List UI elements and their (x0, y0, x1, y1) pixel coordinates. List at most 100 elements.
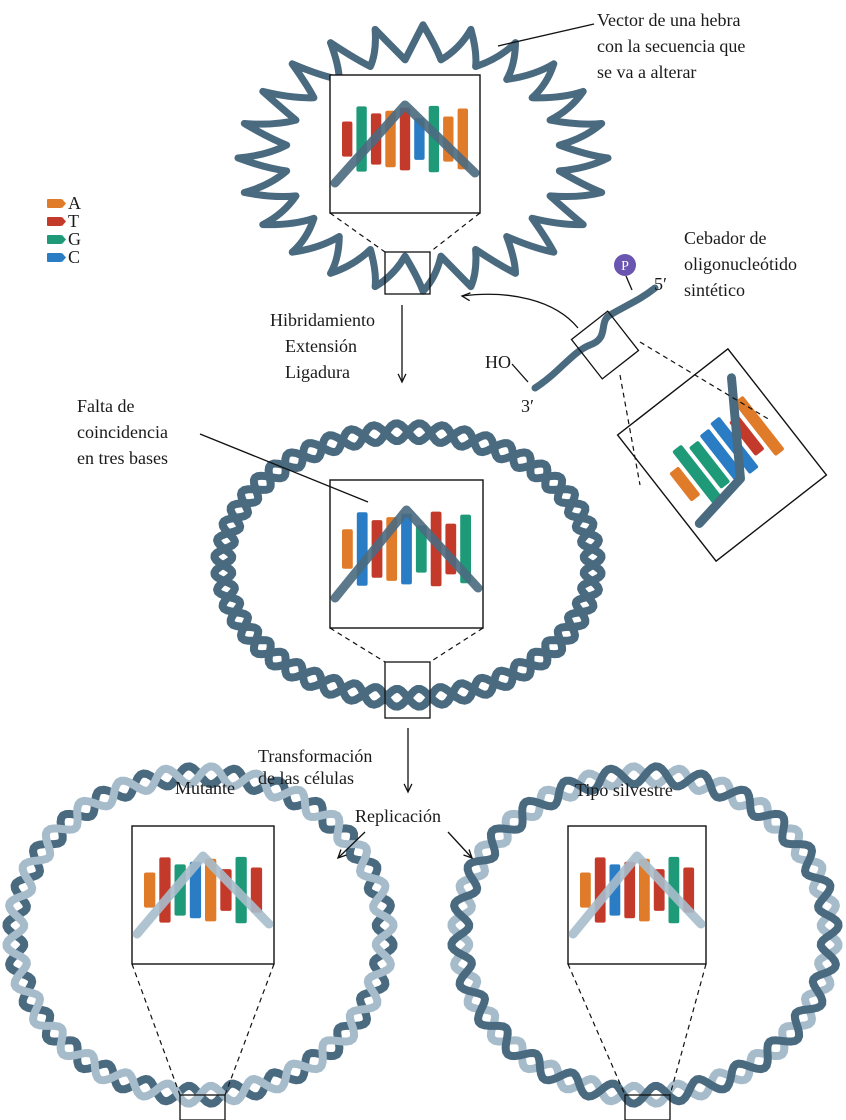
three-prime-label: 3′ (521, 396, 534, 416)
mutant-label: Mutante (175, 778, 235, 798)
primer-arrow-head (460, 292, 471, 302)
step1-arrow-head (397, 373, 407, 384)
replication-arrow-right (447, 831, 473, 859)
heteroduplex-strand-2 (210, 419, 606, 711)
wildtype-zoom-line-right (669, 963, 707, 1096)
base-bar-A (205, 858, 217, 922)
step2-label-line-2: de las células (258, 768, 354, 788)
mutant-source-box (179, 1094, 226, 1120)
primer-zoom-line-right (639, 341, 771, 421)
wildtype-zoom-box (567, 825, 707, 965)
vector-leader-line (497, 23, 595, 47)
primer-zoom-bases (669, 396, 784, 504)
base-bar-A (639, 858, 650, 922)
wildtype-source-box (624, 1094, 671, 1120)
base-bar-C (414, 118, 425, 160)
step2-arrow-head (403, 783, 413, 794)
base-bar-C (401, 513, 412, 585)
phosphate-icon (614, 254, 636, 276)
vector-zoom-line-right (429, 212, 481, 253)
primer-zoom-backbone (694, 373, 745, 528)
step1-label-line-3: Ligadura (285, 362, 350, 382)
legend-letter-C: C (68, 247, 80, 267)
mutant-zoom-box (131, 825, 275, 965)
vector-label-line-2: con la secuencia que (597, 36, 745, 56)
primer-label-line-1: Cebador de (684, 228, 766, 248)
vector-zoom-line-left (329, 212, 386, 253)
strands-layer (2, 21, 843, 1108)
base-bar-A (144, 872, 156, 908)
base-bar-A (669, 467, 700, 502)
base-bar-T (250, 867, 263, 913)
base-bar-G (672, 445, 722, 504)
vector-zoom-box-backbone (330, 100, 480, 188)
step1-label-line-1: Hibridamiento (270, 310, 375, 330)
base-bar-T (399, 107, 411, 171)
heteroduplex-source-box (384, 661, 431, 719)
legend-notch-T (62, 217, 66, 226)
replication-arrow-left-head (336, 849, 347, 860)
primer-source-frame (570, 310, 640, 380)
legend-notch-A (62, 199, 66, 208)
phosphate-label: P (621, 259, 629, 274)
base-bar-G (689, 441, 730, 489)
wildtype-zoom-box-backbone (568, 851, 706, 939)
step1-label-line-2: Extensión (285, 336, 357, 356)
legend-swatch-T (47, 217, 62, 226)
mutant-zoom-line-left (131, 963, 181, 1096)
ho-stem (511, 363, 529, 383)
step2-label-line-1: Transformación (258, 746, 372, 766)
vector-zoom-box-bases (342, 105, 468, 173)
base-bar-G (415, 525, 427, 573)
mutant-zoom-box-backbone (132, 851, 274, 939)
arrows-layer (336, 292, 579, 860)
base-bar-T (683, 867, 695, 913)
primer-label-line-2: oligonucleótido (684, 254, 797, 274)
wildtype-label: Tipo silvestre (575, 780, 673, 800)
legend-notch-C (62, 253, 66, 262)
mismatch-label-line-2: coincidencia (77, 422, 168, 442)
legend-swatch-C (47, 253, 62, 262)
vector-label-line-3: se va a alterar (597, 62, 696, 82)
base-bar-A (734, 396, 784, 456)
vector-label-line-1: Vector de una hebra (597, 10, 740, 30)
base-bar-A (580, 872, 591, 908)
phosphate-stem (625, 275, 633, 291)
replication-arrow-right-head (463, 849, 474, 860)
zoom-boxes-layer (131, 74, 828, 1120)
mutant-plasmid-strand-2 (2, 762, 398, 1108)
replication-arrow-left (337, 831, 366, 859)
legend-letter-A: A (68, 193, 81, 213)
wildtype-zoom-line-left (567, 963, 626, 1096)
single-strand-vector (234, 21, 612, 295)
vector-source-box (384, 251, 431, 295)
legend-swatch-G (47, 235, 62, 244)
primer-arrow-line (461, 293, 579, 329)
base-bar-C (189, 861, 202, 919)
heteroduplex-zoom-line-left (329, 627, 386, 663)
primer-source-box (570, 310, 640, 380)
mismatch-leader-line (199, 433, 369, 503)
base-bar-C (700, 429, 744, 481)
legend-letter-T: T (68, 211, 79, 231)
primer-strand (531, 284, 659, 392)
five-prime-label: 5′ (654, 274, 667, 294)
mismatch-label-line-3: en tres bases (77, 448, 168, 468)
primer-label-line-3: sintético (684, 280, 745, 300)
replication-label: Replicación (355, 806, 441, 826)
primer-zoom-line-left (619, 374, 641, 486)
base-bar-T (342, 121, 353, 157)
base-bar-T (624, 861, 636, 919)
heteroduplex-zoom-line-right (429, 627, 484, 663)
legend-letter-G: G (68, 229, 81, 249)
heteroduplex-zoom-box-backbone (330, 505, 483, 603)
legend-swatch-A (47, 199, 62, 208)
primer-zoom-box (616, 347, 828, 563)
legend-notch-G (62, 235, 66, 244)
ho-label: HO (485, 352, 511, 372)
wildtype-plasmid-strand-2 (447, 762, 843, 1108)
base-bar-A (342, 529, 353, 569)
